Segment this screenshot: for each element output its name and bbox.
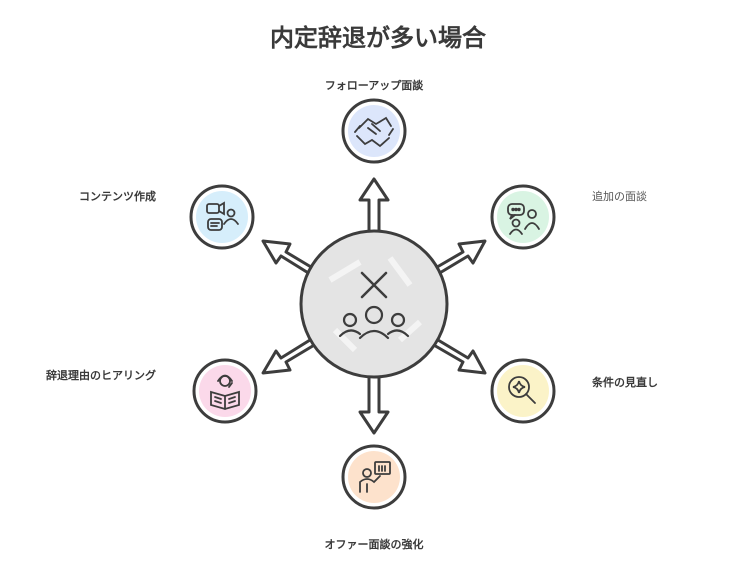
- arrow-up-left: [261, 239, 318, 276]
- label-followup: フォローアップ面談: [324, 79, 424, 92]
- handshake-icon: [354, 116, 394, 148]
- arrow-up-right: [430, 239, 487, 276]
- chat-people-icon: [507, 203, 540, 235]
- node-additional: [490, 184, 556, 250]
- node-offer: [341, 444, 407, 510]
- arrow-up: [358, 177, 390, 240]
- center-hub: [299, 229, 449, 379]
- label-additional: 追加の面談: [592, 190, 647, 203]
- label-hearing: 辞退理由のヒアリング: [46, 369, 156, 382]
- close-x-icon: [360, 271, 388, 299]
- magnifier-sparkle-icon: [508, 376, 536, 404]
- presenter-board-icon: [359, 461, 391, 493]
- node-content: [189, 184, 255, 250]
- label-conditions: 条件の見直し: [592, 376, 658, 389]
- diagram-title: 内定辞退が多い場合: [270, 24, 486, 52]
- node-conditions: [490, 358, 556, 424]
- arrow-down-right: [430, 338, 487, 375]
- label-content: コンテンツ作成: [79, 190, 156, 203]
- arrow-down-left: [261, 338, 318, 375]
- label-offer: オファー面談の強化: [324, 538, 424, 551]
- video-chat-icon: [206, 201, 239, 231]
- arrow-down: [358, 372, 390, 435]
- group-of-people-icon: [338, 305, 410, 340]
- person-reading-headset-icon: [210, 374, 240, 410]
- node-hearing: [192, 358, 258, 424]
- node-followup: [341, 98, 407, 164]
